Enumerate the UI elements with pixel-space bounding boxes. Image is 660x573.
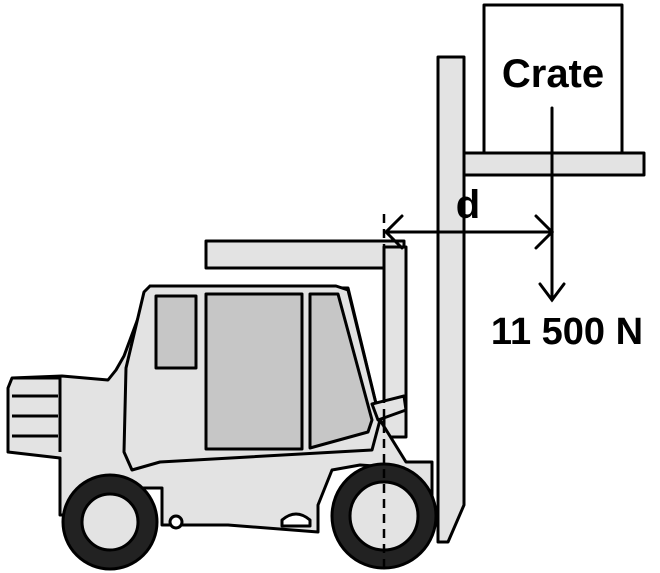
step-bump — [280, 512, 312, 528]
engine-hood — [12, 376, 62, 452]
mast — [436, 55, 466, 544]
rear-window — [154, 294, 198, 370]
force-label: 11 500 N — [491, 311, 643, 353]
overhead-guard — [204, 239, 406, 270]
body-bolt — [168, 514, 184, 530]
front-window — [308, 292, 374, 450]
crate-label: Crate — [502, 52, 604, 96]
rear-wheel — [61, 473, 159, 571]
fork-arm — [462, 151, 646, 177]
force-arrow — [538, 106, 566, 303]
tilt-cylinder — [370, 394, 408, 422]
distance-label: d — [456, 183, 480, 227]
door-window — [204, 292, 304, 451]
